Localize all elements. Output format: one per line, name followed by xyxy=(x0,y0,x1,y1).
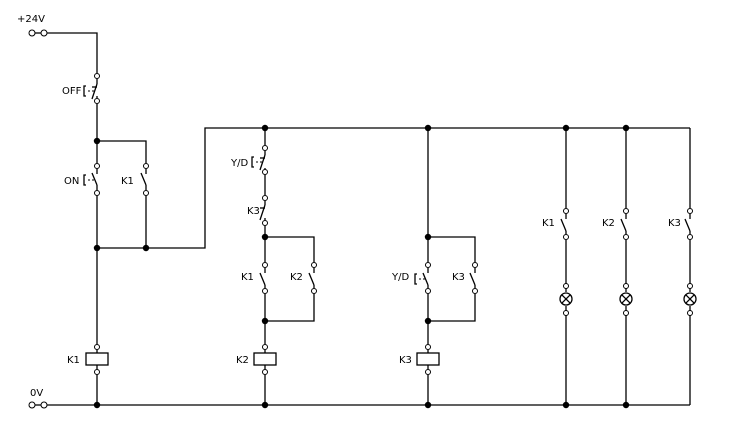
supply-ground-label: 0V xyxy=(30,388,43,399)
k3-lamp-contact-label: K3 xyxy=(668,218,681,229)
k1-indicator-lamp xyxy=(559,283,573,316)
junction-nodes xyxy=(93,124,630,409)
k1-rung2-contact xyxy=(259,262,268,294)
k2-holding-contact xyxy=(308,262,317,294)
k2-coil-label: K2 xyxy=(236,355,249,366)
supply-positive-label: +24V xyxy=(17,14,45,25)
k3-holding-label: K3 xyxy=(452,272,465,283)
off-button-label: OFF xyxy=(62,86,82,97)
k1-lamp-contact-label: K1 xyxy=(542,218,555,229)
k2-coil xyxy=(253,344,277,375)
k1-coil-label: K1 xyxy=(67,355,80,366)
k3-interlock-label: K3 xyxy=(247,206,260,217)
k3-coil-label: K3 xyxy=(399,355,412,366)
off-button-contact xyxy=(83,73,100,104)
star-delta-button-no-label: Y/D xyxy=(391,272,409,283)
k2-indicator-lamp xyxy=(619,283,633,316)
supply-positive-terminal xyxy=(28,29,48,37)
k2-holding-label: K2 xyxy=(290,272,303,283)
k3-indicator-lamp xyxy=(683,283,697,316)
k2-lamp-contact-label: K2 xyxy=(602,218,615,229)
k3-interlock-contact xyxy=(259,195,268,226)
wiring xyxy=(44,32,691,406)
k1-holding-label: K1 xyxy=(121,176,134,187)
star-delta-button-no-contact xyxy=(414,262,431,294)
k3-lamp-contact xyxy=(684,208,693,240)
supply-ground-terminal xyxy=(28,401,48,409)
k1-coil xyxy=(85,344,109,375)
k1-holding-contact xyxy=(140,163,149,196)
k3-holding-contact xyxy=(469,262,478,294)
on-button-label: ON xyxy=(64,176,79,187)
on-button-contact xyxy=(83,163,100,196)
k1-rung2-label: K1 xyxy=(241,272,254,283)
star-delta-button-nc-label: Y/D xyxy=(230,158,248,169)
k2-lamp-contact xyxy=(620,208,629,240)
star-delta-button-nc-contact xyxy=(251,145,268,175)
k3-coil xyxy=(416,344,440,375)
k1-lamp-contact xyxy=(560,208,569,240)
